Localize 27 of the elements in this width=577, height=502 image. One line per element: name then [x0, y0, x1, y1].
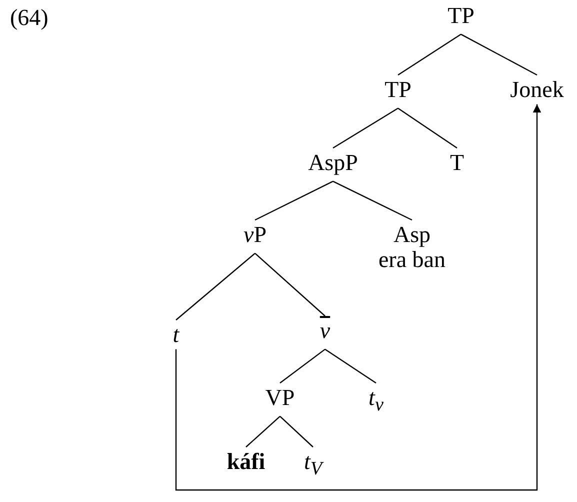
tree-node-label: T	[450, 150, 464, 176]
tree-branch	[460, 34, 538, 76]
tree-node-label: Jonek	[510, 77, 564, 102]
tree-branch	[280, 416, 314, 448]
tree-node-label: káfi	[226, 449, 266, 474]
tree-node-label: v	[320, 318, 330, 344]
tree-branch	[280, 348, 326, 384]
tree-branch	[332, 180, 412, 221]
tree-node-label: AspP	[308, 150, 358, 176]
tree-branch	[398, 34, 462, 76]
tree-branch	[246, 416, 280, 448]
tree-branch	[254, 180, 334, 221]
tree-node-label: TP	[448, 3, 474, 28]
tree-node-label: t	[172, 322, 180, 348]
tree-branch	[254, 252, 326, 316]
tree-node-label: vP	[244, 222, 266, 248]
tree-branch	[324, 348, 376, 384]
tree-node-label: t$_{v}$	[368, 385, 384, 416]
example-number: (64)	[10, 5, 48, 31]
tree-node-label: Asp era ban	[378, 222, 446, 273]
tree-node-label: TP	[384, 77, 412, 102]
tree-branch	[176, 252, 256, 320]
tree-branch	[398, 108, 458, 148]
movement-arrow	[175, 104, 542, 491]
tree-node-label: t$_{V}$	[304, 449, 322, 480]
tree-node-label: VP	[265, 385, 295, 410]
tree-branch	[332, 108, 398, 149]
